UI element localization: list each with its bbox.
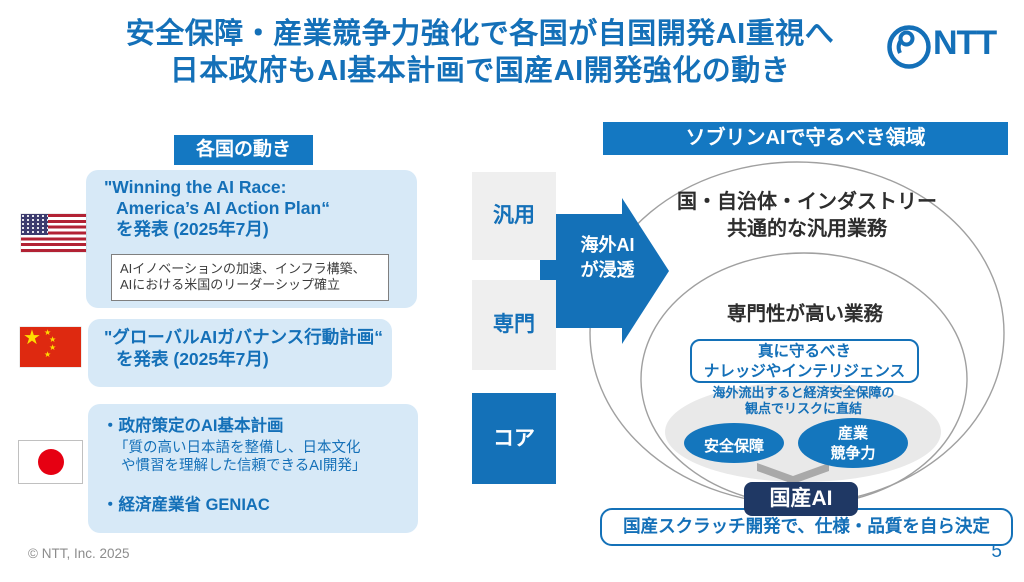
down-chevron-icon: [757, 463, 829, 484]
risk-line2: 観点でリスクに直結: [744, 401, 862, 416]
level-box-specialized: 専門: [472, 280, 556, 370]
industry-oval-label: 産業 競争力: [798, 424, 908, 463]
china-flag-icon: ★ ★ ★ ★ ★: [20, 327, 81, 367]
general-works-line1: 国・自治体・インダストリー: [677, 191, 937, 213]
page-title: 安全保障・産業競争力強化で各国が自国開発AI重視へ 日本政府もAI基本計画で国産…: [60, 16, 900, 90]
industry-line2: 競争力: [830, 444, 876, 462]
risk-label: 海外流出すると経済安全保障の 観点でリスクに直結: [660, 385, 947, 417]
security-oval: [684, 423, 784, 463]
usa-title-line2: America’s AI Action Plan“: [116, 198, 330, 218]
arrow-label-line2: が浸透: [580, 260, 635, 280]
china-title-line2: を発表 (2025年7月): [116, 349, 269, 369]
security-oval-label: 安全保障: [703, 438, 764, 455]
title-line1: 安全保障・産業競争力強化で各国が自国開発AI重視へ: [125, 18, 835, 50]
usa-title-line1: "Winning the AI Race:: [104, 177, 287, 197]
japan-flag-icon: [18, 440, 83, 484]
usa-note-box: AIイノベーションの加速、インフラ構築、 AIにおける米国のリーダーシップ確立: [111, 254, 389, 301]
penetration-arrow: [540, 198, 669, 344]
level-box-general: 汎用: [472, 172, 556, 260]
china-card: [88, 319, 392, 387]
arrow-label-line1: 海外AI: [580, 235, 635, 255]
japan-quote-line1: 「質の高い日本語を整備し、日本文化: [114, 440, 361, 456]
domestic-ai-badge: 国産AI: [744, 482, 858, 516]
sovereign-header: ソブリンAIで守るべき領域: [603, 122, 1008, 155]
ntt-logo-text: NTT: [933, 24, 997, 62]
usa-note-line2: AIにおける米国のリーダーシップ確立: [120, 277, 341, 292]
title-line2: 日本政府もAI基本計画で国産AI開発強化の動き: [169, 55, 791, 87]
industry-line1: 産業: [837, 425, 868, 442]
japan-item1: ・政府策定のAI基本計画: [102, 417, 284, 435]
penetration-arrow-label: 海外AI が浸透: [560, 233, 655, 283]
page-number: 5: [991, 541, 1002, 562]
countries-header: 各国の動き: [174, 135, 313, 165]
usa-note-line1: AIイノベーションの加速、インフラ構築、: [120, 261, 366, 276]
risk-line1: 海外流出すると経済安全保障の: [712, 385, 895, 400]
specialized-works-label: 専門性が高い業務: [726, 303, 883, 325]
protect-line2: ナレッジやインテリジェンス: [703, 363, 906, 380]
protect-line1: 真に守るべき: [757, 343, 851, 360]
level-box-core: コア: [472, 393, 556, 484]
industry-oval: [798, 418, 908, 468]
china-title-line1: "グローバルAIガバナンス行動計画“: [104, 327, 384, 347]
general-works-line2: 共通的な汎用業務: [727, 218, 887, 240]
japan-quote-line2: や慣習を理解した信頼できるAI開発」: [121, 458, 367, 474]
general-works-label: 国・自治体・インダストリー 共通的な汎用業務: [657, 189, 957, 243]
japan-card: [88, 404, 418, 533]
copyright: © NTT, Inc. 2025: [28, 546, 130, 561]
usa-flag-icon: [21, 214, 86, 252]
ntt-logo-icon: [887, 25, 931, 69]
japan-item2: ・経済産業省 GENIAC: [102, 496, 270, 514]
protect-box: 真に守るべき ナレッジやインテリジェンス: [690, 339, 919, 383]
usa-title-line3: を発表 (2025年7月): [116, 219, 269, 239]
